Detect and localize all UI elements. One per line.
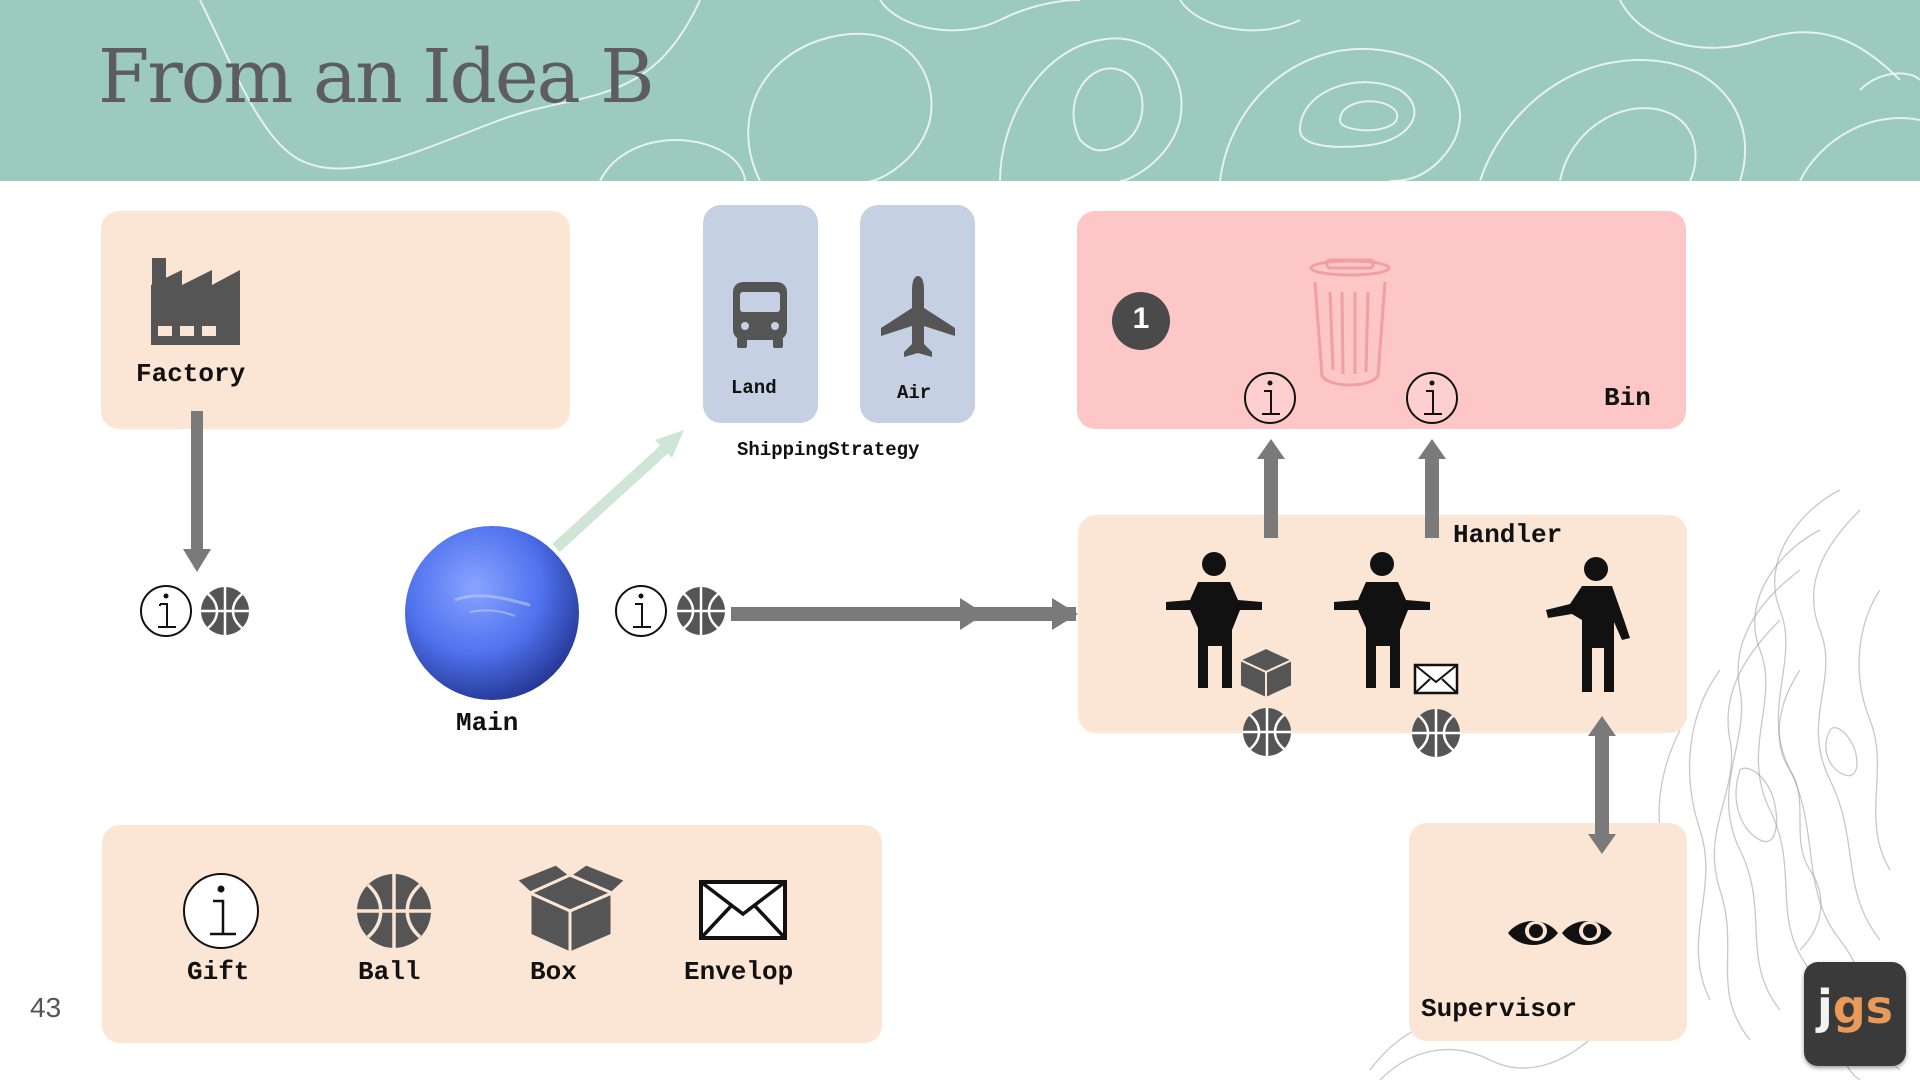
bin-label: Bin <box>1604 383 1651 413</box>
jgs-logo: jgs <box>1804 962 1906 1066</box>
main-to-handler-arrow <box>731 598 1078 630</box>
basketball-icon <box>677 587 725 635</box>
air-label: Air <box>897 382 932 404</box>
factory-panel <box>101 211 570 429</box>
slide-title: From an Idea B <box>98 34 655 120</box>
gift-info-icon <box>615 585 667 637</box>
main-label: Main <box>456 708 519 738</box>
step-badge-number: 1 <box>1132 302 1150 335</box>
factory-to-gift-arrow <box>183 411 211 572</box>
gift-info-icon <box>140 585 192 637</box>
legend-item-box: Box <box>530 957 577 987</box>
supervisor-label: Supervisor <box>1421 994 1578 1024</box>
page-number: 43 <box>30 992 62 1023</box>
basketball-icon <box>201 587 249 635</box>
shipping-strategy-label: ShippingStrategy <box>737 439 920 461</box>
bin-panel <box>1077 211 1686 429</box>
logo-j: j <box>1816 980 1833 1034</box>
slide-header <box>0 0 1920 181</box>
legend-panel <box>102 825 882 1043</box>
legend-item-envelop: Envelop <box>684 957 794 987</box>
handler-panel <box>1078 515 1687 733</box>
land-label: Land <box>731 377 777 399</box>
topo-decoration <box>1369 489 1901 1080</box>
handler-label: Handler <box>1453 520 1563 550</box>
legend-item-ball: Ball <box>358 957 421 987</box>
main-planet-icon <box>405 526 579 700</box>
topo-pattern <box>199 0 1920 181</box>
logo-gs: gs <box>1832 980 1894 1034</box>
main-to-shipping-arrow <box>552 430 684 553</box>
legend-item-gift: Gift <box>187 957 250 987</box>
factory-label: Factory <box>136 359 246 389</box>
